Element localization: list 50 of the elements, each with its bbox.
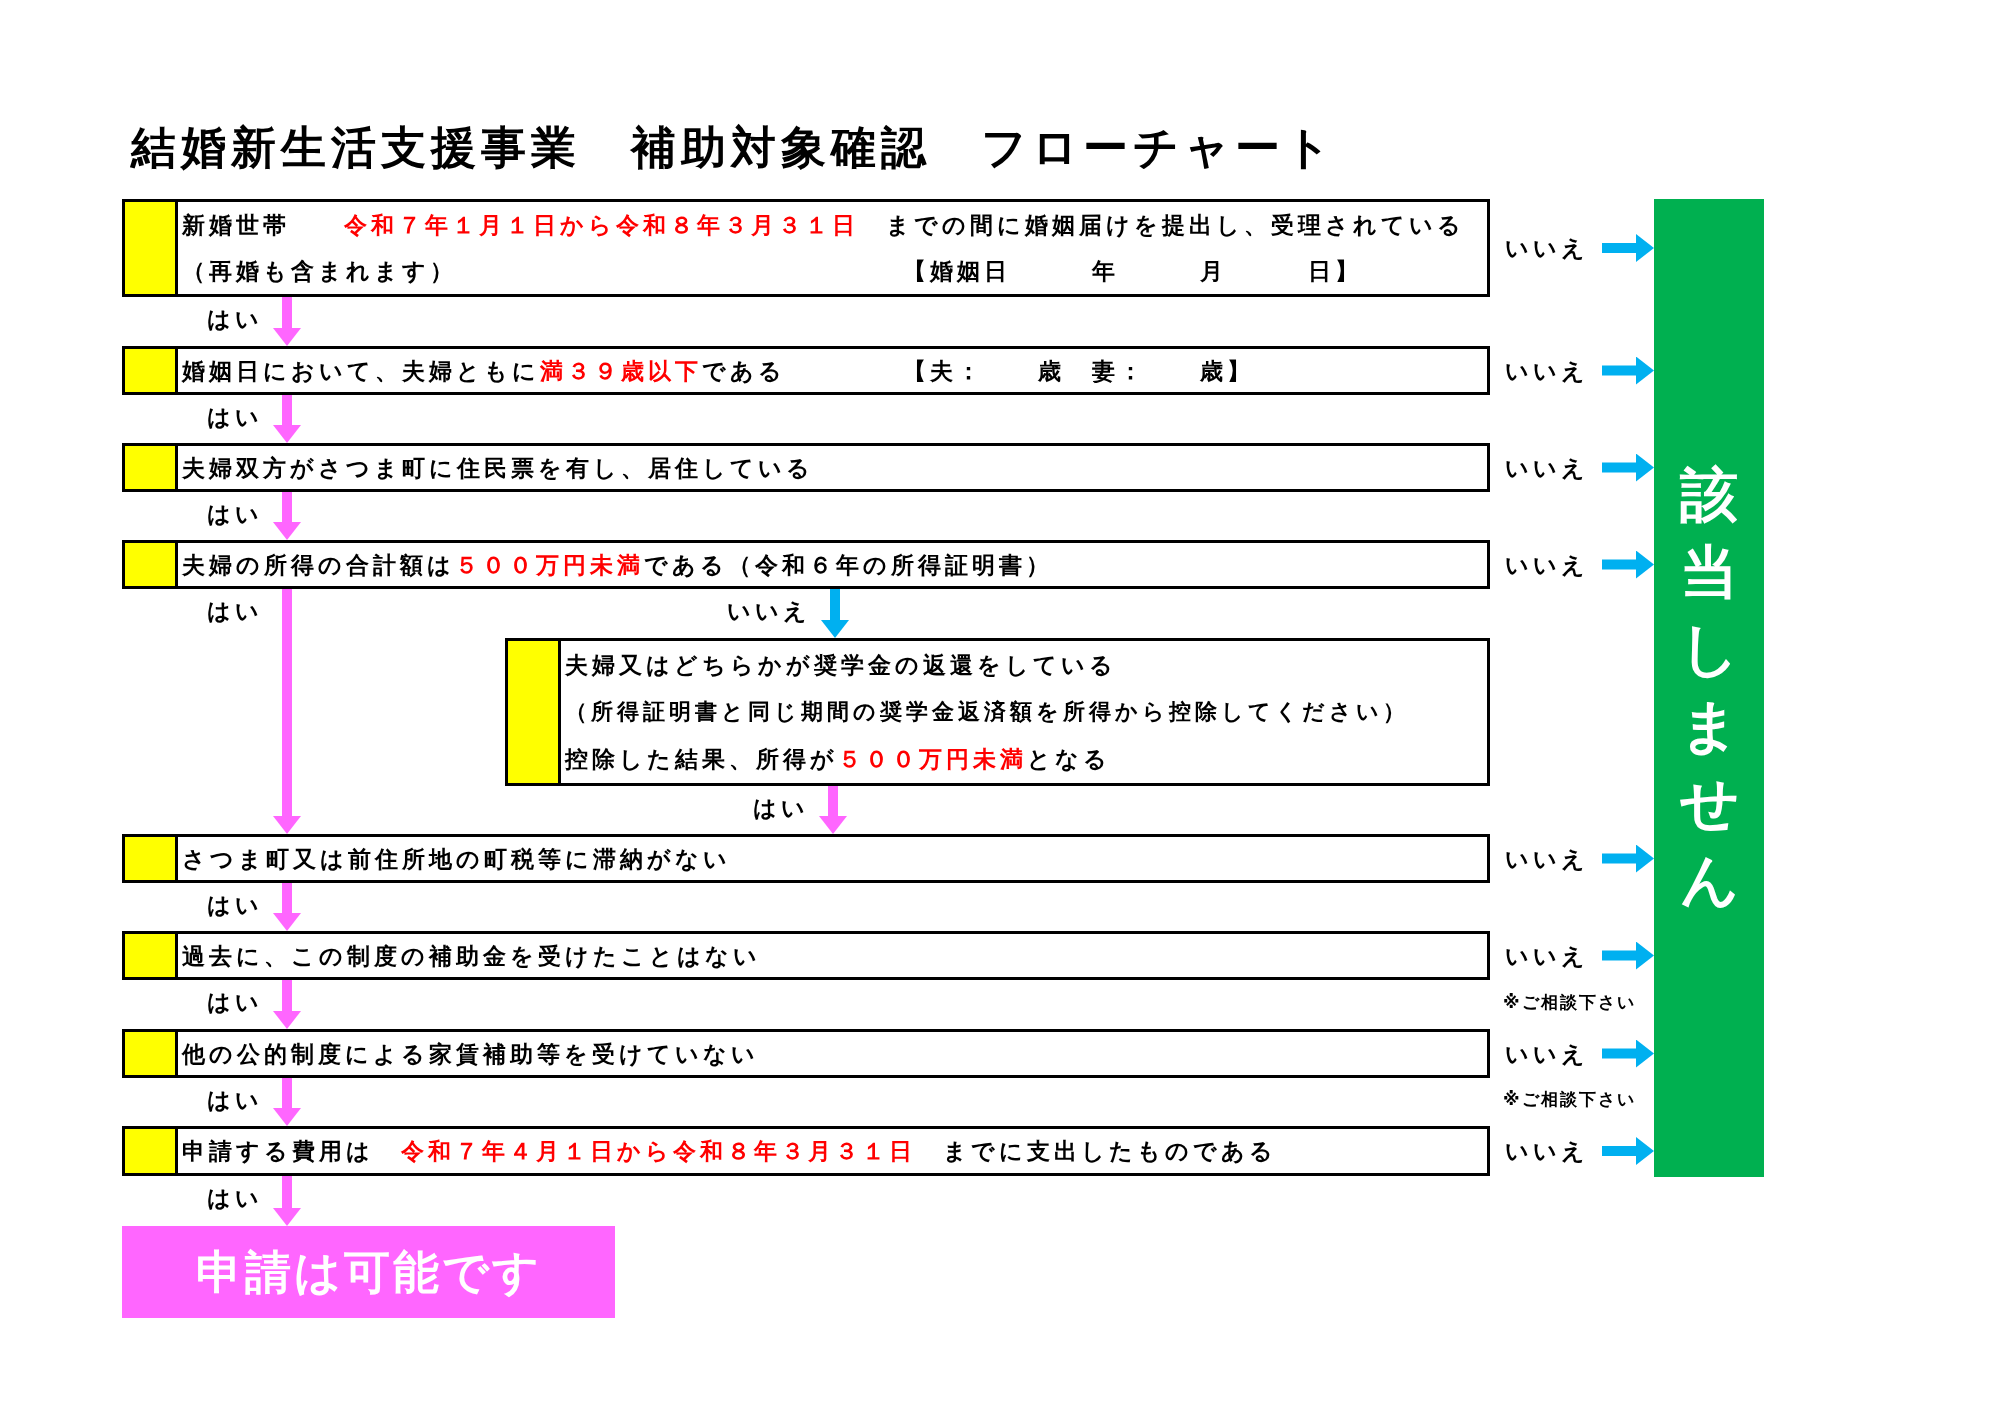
arrow: [273, 297, 301, 346]
edge-label: はい: [207, 891, 263, 920]
arrow: [821, 589, 849, 638]
condition-text: （所得証明書と同じ期間の奨学金返済額を所得から控除してください）: [565, 698, 1409, 726]
edge-label: はい: [207, 1086, 263, 1115]
condition-box: [122, 1029, 1490, 1078]
note-text: ※ご相談下さい: [1503, 991, 1636, 1013]
condition-box: [122, 540, 1490, 589]
condition-text: 他の公的制度による家賃補助等を受けていない: [182, 1039, 759, 1069]
arrow: [273, 589, 301, 834]
condition-box: [122, 931, 1490, 980]
arrow: [273, 980, 301, 1029]
fill-in-text: 【婚姻日 年 月 日】: [903, 257, 1362, 286]
condition-text: （再婚も含まれます）: [182, 257, 457, 286]
fill-in-text: 【夫： 歳 妻： 歳】: [903, 356, 1254, 386]
diagram-title: 結婚新生活支援事業 補助対象確認 フローチャート: [131, 120, 1336, 176]
result-text: 申請は可能です: [195, 1244, 542, 1300]
arrow: [273, 1176, 301, 1226]
result-panel: [122, 1226, 615, 1318]
result-panel: [1654, 199, 1764, 1177]
condition-box: [122, 834, 1490, 883]
edge-label: はい: [207, 500, 263, 529]
condition-box: [505, 638, 1490, 786]
arrow: [819, 786, 847, 834]
edge-label: はい: [207, 597, 263, 626]
condition-text: 申請する費用は 令和７年４月１日から令和８年３月３１日 までに支出したものである: [182, 1137, 1277, 1166]
condition-text: さつま町又は前住所地の町税等に滞納がない: [182, 844, 731, 874]
edge-label: はい: [207, 305, 263, 334]
condition-text: 夫婦又はどちらかが奨学金の返還をしている: [565, 650, 1117, 680]
edge-label: はい: [207, 988, 263, 1017]
condition-text: 夫婦の所得の合計額は５００万円未満である（令和６年の所得証明書）: [182, 550, 1053, 580]
arrow: [273, 395, 301, 443]
arrow: [273, 492, 301, 540]
condition-box: [122, 346, 1490, 395]
arrow: [273, 1078, 301, 1126]
condition-box: [122, 1126, 1490, 1176]
condition-text: 控除した結果、所得が５００万円未満となる: [565, 745, 1111, 775]
condition-text: 過去に、この制度の補助金を受けたことはない: [182, 941, 761, 971]
edge-label: はい: [753, 794, 809, 823]
note-text: ※ご相談下さい: [1503, 1088, 1636, 1110]
edge-label: いいえ: [727, 597, 811, 626]
condition-text: 新婚世帯 令和７年１月１日から令和８年３月３１日 までの間に婚姻届けを提出し、受理されている: [182, 211, 1465, 240]
condition-text: 婚姻日において、夫婦ともに満３９歳以下である: [182, 356, 786, 386]
condition-box: [122, 199, 1490, 297]
arrow: [273, 883, 301, 931]
edge-label: はい: [207, 403, 263, 432]
edge-label: はい: [207, 1184, 263, 1213]
condition-box: [122, 443, 1490, 492]
result-text: 該当しません: [1680, 459, 1738, 917]
condition-text: 夫婦双方がさつま町に住民票を有し、居住している: [182, 453, 814, 483]
